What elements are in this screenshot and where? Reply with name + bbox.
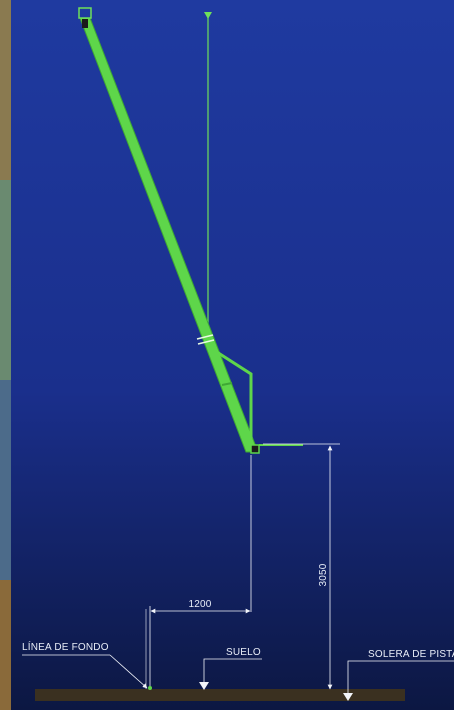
- offset-dimension-label: 1200: [188, 599, 211, 610]
- baseline-leader: [109, 654, 148, 689]
- support-strut: [208, 345, 253, 450]
- track-base-arrow-icon: [343, 693, 353, 701]
- top-bracket: [78, 7, 92, 19]
- floor-arrow-icon: [199, 682, 209, 690]
- track-base-label: SOLERA DE PISTA: [368, 649, 454, 660]
- floor-label: SUELO: [226, 647, 261, 658]
- height-dimension-label: 3050: [318, 563, 329, 586]
- base-pivot: [250, 444, 260, 454]
- floor-slab: [35, 689, 405, 701]
- baseline-label: LÍNEA DE FONDO: [22, 640, 109, 653]
